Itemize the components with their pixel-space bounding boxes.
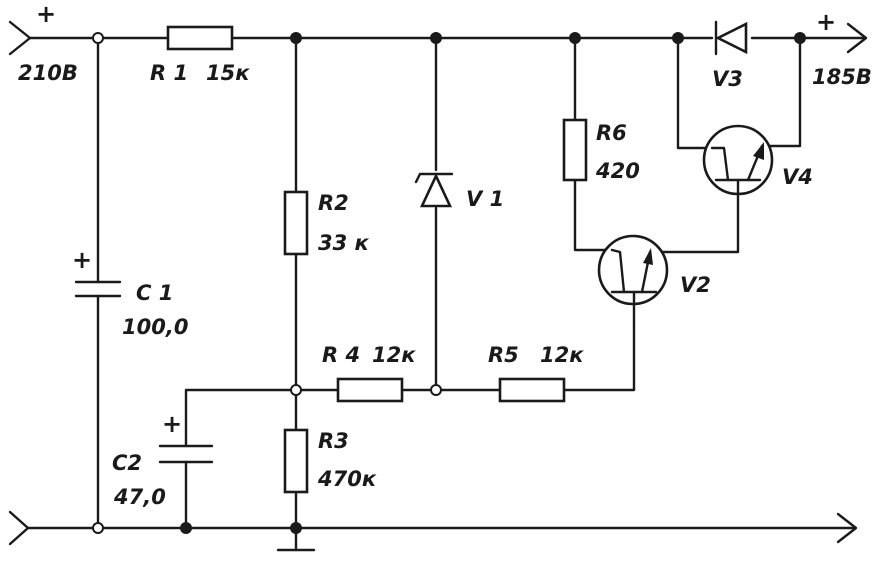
capacitor-c2-value: 47,0: [113, 485, 166, 509]
wire-c2-feed: [184, 388, 298, 448]
diode-v3: V3: [712, 20, 748, 91]
junction-c1-top: [92, 32, 104, 44]
resistor-r3-name: R3: [318, 429, 349, 453]
resistor-r5: R5 12к: [488, 343, 584, 403]
junction-v3-anode: [672, 32, 684, 44]
diode-v3-triangle: [715, 21, 748, 55]
resistor-r4-value: 12к: [372, 343, 416, 367]
resistor-r1-value: 15к: [206, 61, 250, 85]
wire-v4-collector: [676, 36, 714, 150]
transistor-v2: V2: [597, 234, 711, 324]
transistor-v4-name: V4: [782, 165, 813, 189]
input-terminals: + 210В: [8, 0, 78, 546]
junction-v1-bottom: [430, 384, 442, 396]
input-voltage-label: 210В: [18, 61, 78, 85]
wires: [26, 36, 866, 552]
zener-v1-bar: [414, 172, 454, 184]
output-plus-sign: +: [816, 8, 836, 36]
resistor-r2: R2 33 к: [283, 190, 370, 256]
zener-v1-triangle: [419, 172, 453, 208]
capacitor-c2-name: С2: [112, 451, 142, 475]
output-minus-arrow: [836, 512, 858, 544]
resistor-r2-name: R2: [318, 191, 349, 215]
junction-r6-top: [569, 32, 581, 44]
capacitor-c1-polarity: +: [72, 246, 92, 274]
junction-v3-cathode: [794, 32, 806, 44]
zener-v1-name: V 1: [466, 187, 504, 211]
junction-c1-bottom: [92, 522, 104, 534]
transistor-v2-name: V2: [680, 273, 711, 297]
junction-divider-node: [290, 384, 302, 396]
capacitor-c1-value: 100,0: [122, 315, 188, 339]
input-minus-chevron: [8, 510, 30, 546]
zener-v1: V 1: [414, 172, 504, 211]
transistor-v2-emitter-arrow: [643, 248, 653, 265]
junction-v1-top: [430, 32, 442, 44]
output-plus-arrow: [846, 22, 868, 54]
capacitor-c2: + С2 47,0: [112, 410, 214, 509]
resistor-r5-body: [498, 377, 566, 403]
resistor-r4-body: [336, 377, 404, 403]
resistor-r2-body: [283, 190, 309, 256]
output-voltage-label: 185В: [812, 65, 872, 89]
resistor-r5-name: R5: [488, 343, 519, 367]
junction-r3-bottom: [290, 522, 302, 534]
capacitor-c1: + С 1 100,0: [72, 246, 188, 339]
wire-r5-right: [562, 320, 636, 392]
capacitor-c2-polarity: +: [162, 410, 182, 438]
junctions: [92, 32, 806, 534]
wire-v4-emitter: [760, 36, 802, 148]
wire-v4-base: [648, 186, 740, 254]
transistor-v2-collector: [610, 248, 626, 294]
diode-v3-name: V3: [712, 67, 743, 91]
transistor-v4: V4: [702, 124, 813, 196]
resistor-r2-value: 33 к: [318, 231, 370, 255]
resistor-r6: R6 420: [562, 118, 640, 183]
resistor-r6-value: 420: [595, 159, 640, 183]
resistor-r1-name: R 1: [150, 61, 188, 85]
resistor-r6-name: R6: [596, 121, 627, 145]
resistor-r5-value: 12к: [540, 343, 584, 367]
output-terminals: + 185В: [812, 8, 872, 544]
resistor-r1-body: [166, 25, 234, 51]
resistor-r3-value: 470к: [317, 467, 377, 491]
resistor-r4-name: R 4: [322, 343, 360, 367]
resistor-r6-body: [562, 118, 588, 182]
junction-r2-top: [290, 32, 302, 44]
input-plus-sign: +: [36, 0, 56, 28]
transistor-v4-collector: [710, 146, 730, 182]
wire-r6-bottom: [573, 178, 614, 252]
resistor-r3-body: [283, 428, 309, 494]
resistor-r1: R 1 15к: [150, 25, 250, 85]
resistor-r3: R3 470к: [283, 428, 377, 494]
input-plus-chevron: [8, 20, 32, 56]
resistor-r4: R 4 12к: [322, 343, 416, 403]
transistor-v4-emitter-arrow: [753, 142, 764, 160]
capacitor-c1-name: С 1: [136, 281, 173, 305]
junction-c2-bottom: [180, 522, 192, 534]
